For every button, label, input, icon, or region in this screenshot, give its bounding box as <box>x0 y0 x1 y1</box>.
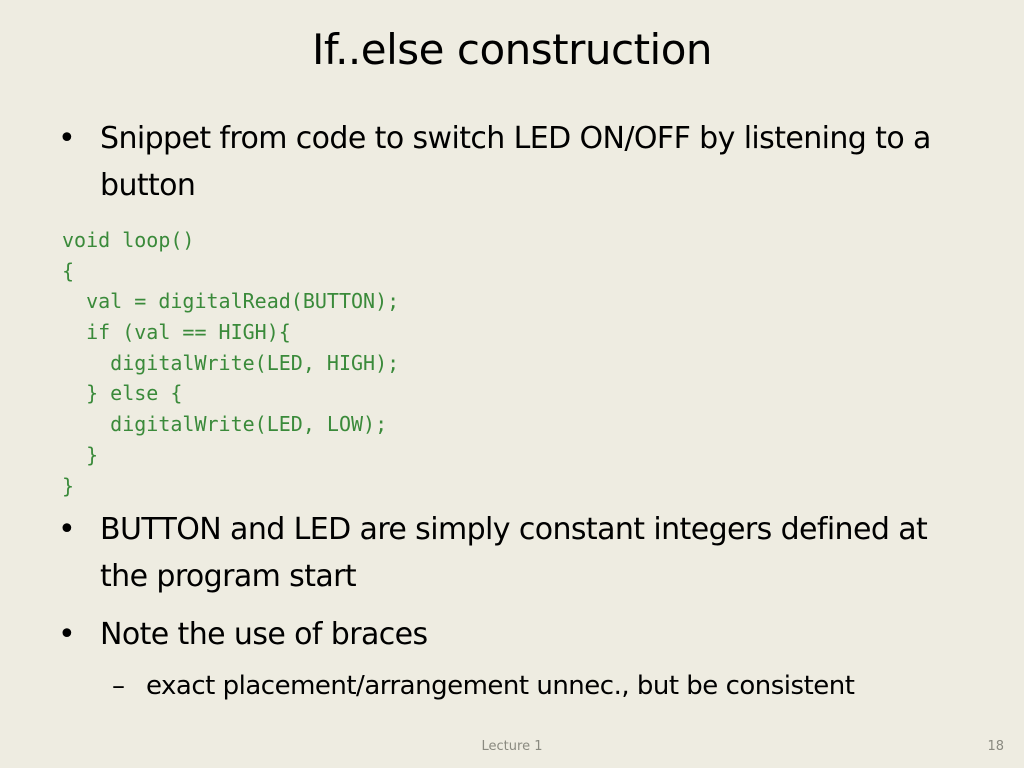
code-line: void loop() <box>62 228 195 252</box>
bullet-glyph: • <box>58 512 76 547</box>
bullet-text: BUTTON and LED are simply constant integ… <box>100 512 928 594</box>
footer-lecture-label: Lecture 1 <box>481 739 543 754</box>
sub-bullet-item: – exact placement/arrangement unnec., bu… <box>112 666 972 706</box>
slide-title: If..else construction <box>311 25 713 74</box>
bullet-text: Note the use of braces <box>100 617 428 652</box>
code-snippet: void loop(){ val = digitalRead(BUTTON); … <box>62 225 399 501</box>
code-line: if (val == HIGH){ <box>62 320 291 345</box>
slide-number: 18 <box>987 739 1004 754</box>
sub-bullet-glyph: – <box>112 671 125 701</box>
bullet-glyph: • <box>58 617 76 652</box>
code-line: digitalWrite(LED, HIGH); <box>62 350 400 375</box>
code-line: } else { <box>62 381 183 406</box>
sub-bullet-text: exact placement/arrangement unnec., but … <box>146 671 855 701</box>
bullet-item: • Note the use of braces <box>58 611 938 658</box>
code-line: } <box>62 473 75 498</box>
code-line: } <box>62 442 99 467</box>
code-line: { <box>62 258 75 283</box>
code-line: val = digitalRead(BUTTON); <box>62 289 400 314</box>
bullet-glyph: • <box>58 121 76 156</box>
bullet-item: • Snippet from code to switch LED ON/OFF… <box>58 115 978 209</box>
bullet-text: Snippet from code to switch LED ON/OFF b… <box>100 121 931 203</box>
code-line: digitalWrite(LED, LOW); <box>62 412 388 437</box>
bullet-item: • BUTTON and LED are simply constant int… <box>58 506 938 600</box>
